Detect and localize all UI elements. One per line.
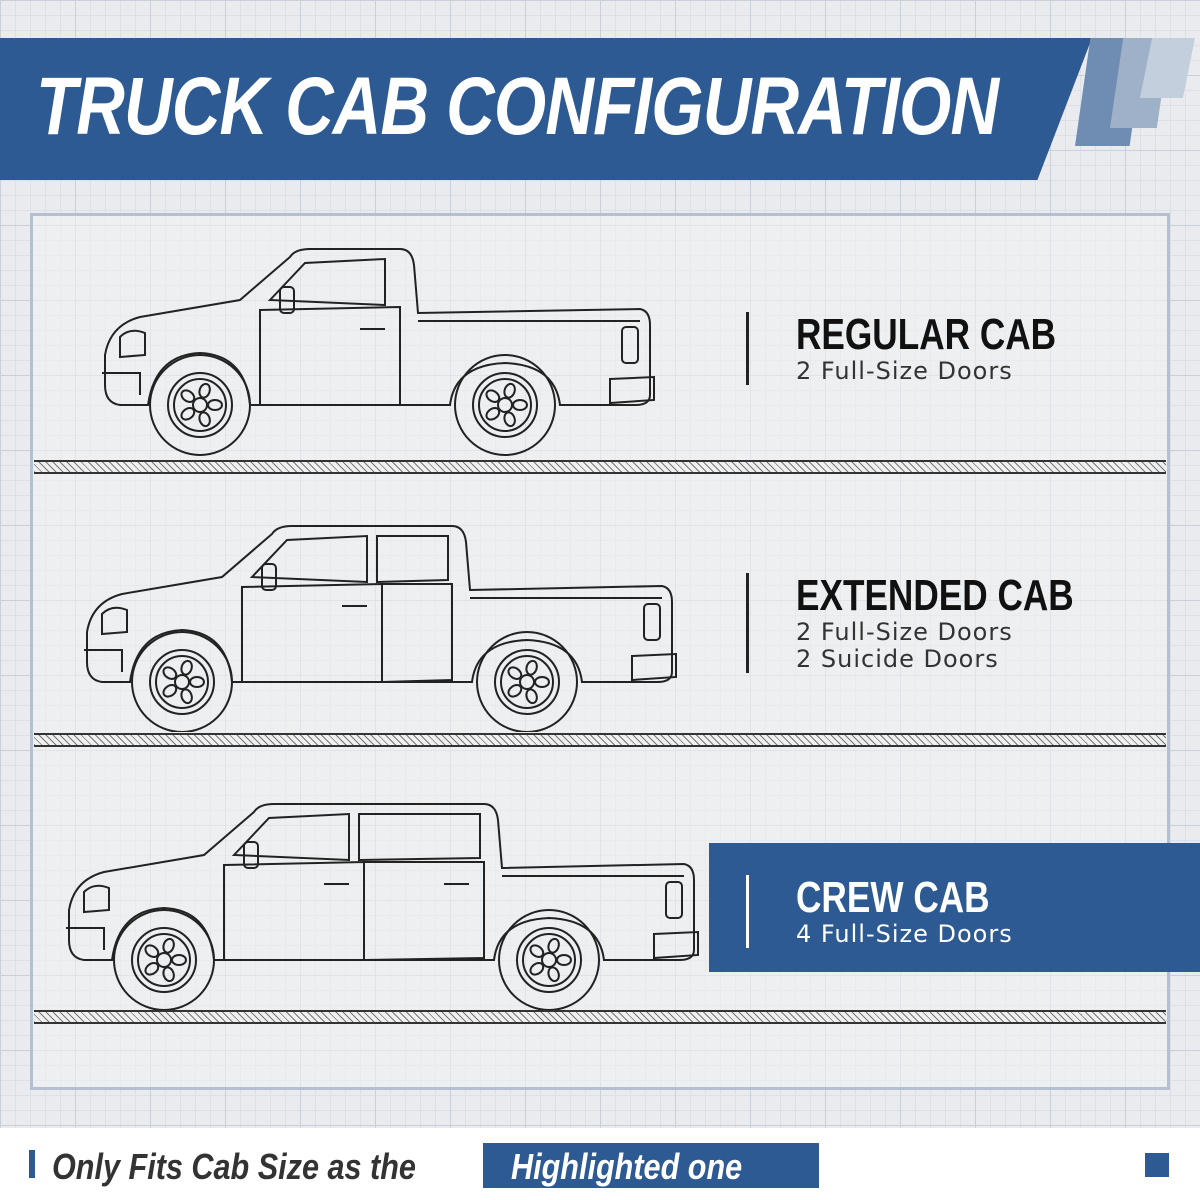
highlight-box <box>709 843 1200 972</box>
cab-desc: 2 Full-Size Doors <box>796 357 1013 385</box>
label-crew-cab: CREW CAB 4 Full-Size Doors <box>746 875 1038 948</box>
extended-cab-truck-illustration <box>84 525 677 732</box>
footer-accent-bar <box>29 1150 35 1178</box>
cab-desc: 2 Full-Size Doors <box>796 618 1013 646</box>
footer-text: Only Fits Cab Size as the <box>52 1146 416 1187</box>
crew-cab-truck-illustration <box>66 803 699 1010</box>
cab-name: CREW CAB <box>796 873 990 922</box>
cab-desc: 4 Full-Size Doors <box>796 920 1013 948</box>
footer-square-icon <box>1145 1153 1169 1177</box>
regular-cab-truck-illustration <box>102 248 655 456</box>
label-extended-cab: EXTENDED CAB 2 Full-Size Doors 2 Suicide… <box>746 573 1143 673</box>
label-regular-cab: REGULAR CAB 2 Full-Size Doors <box>746 312 1121 385</box>
cab-name: EXTENDED CAB <box>796 571 1074 620</box>
cab-name: REGULAR CAB <box>796 310 1057 359</box>
footer-highlight-box <box>483 1143 819 1188</box>
cab-desc: 2 Suicide Doors <box>796 645 999 673</box>
header-banner <box>0 38 1092 180</box>
ground-line <box>34 733 1166 747</box>
ground-line <box>34 1010 1166 1024</box>
ground-line <box>34 460 1166 474</box>
page-title: TRUCK CAB CONFIGURATION <box>36 61 999 152</box>
footer-highlight-text: Highlighted one <box>511 1146 743 1187</box>
